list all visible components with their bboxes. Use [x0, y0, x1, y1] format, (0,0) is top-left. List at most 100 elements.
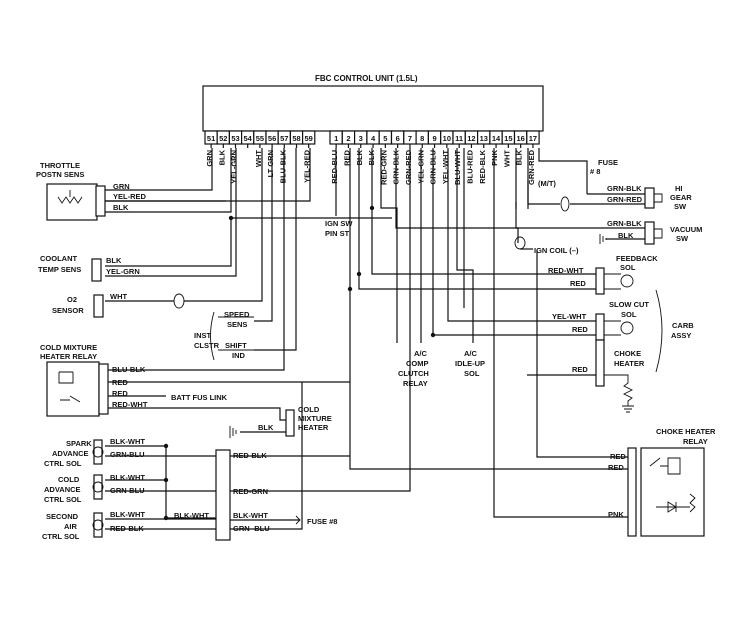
inst-name-2: CLSTR — [194, 341, 220, 350]
ecu-pin-wire-label: GRN-RED — [527, 149, 536, 185]
carb-name-1: CARB — [672, 321, 694, 330]
ecu-control-unit: FBC CONTROL UNIT (1.5L) 51GRN52BLK53YEL-… — [202, 74, 544, 185]
slow-cut-name-1: SLOW CUT — [609, 300, 649, 309]
ecu-pin-number: 2 — [346, 134, 350, 143]
inst-name-1: INST — [194, 331, 212, 340]
ecu-pin-number: 56 — [268, 134, 276, 143]
ecu-pin-wire-label: BLU-WHT — [453, 150, 462, 185]
o2-sensor: O2 SENSOR WHT — [52, 292, 185, 318]
choke-heater: CHOKE HEATER RED — [572, 339, 645, 413]
choke-heater-name-2: HEATER — [614, 359, 645, 368]
ecu-pin-wire-label: YEL-RED — [303, 149, 312, 183]
vacuum-wire-2: BLK — [618, 231, 634, 240]
hi-gear-name-1: HI — [675, 184, 683, 193]
vacuum-name-2: SW — [676, 234, 689, 243]
ac-idle-up-sol: A/C IDLE-UP SOL — [455, 349, 485, 378]
second-air-ctrl-sol: SECOND AIR CTRL SOL BLK-WHT RED-BLK — [42, 510, 145, 541]
conn-red-grn: RED-GRN — [233, 487, 268, 496]
ign-sw-name-2: PIN ST — [325, 229, 350, 238]
cold-relay-name-1: COLD MIXTURE — [40, 343, 97, 352]
o2-name-1: O2 — [67, 295, 77, 304]
ecu-pin-number: 52 — [219, 134, 227, 143]
feedback-wire-1: RED-WHT — [548, 266, 584, 275]
mt-label: (M/T) — [538, 179, 556, 188]
cold-mixture-heater-relay: COLD MIXTURE HEATER RELAY BLU-BLK RED RE… — [40, 343, 228, 417]
second-air-wire-1: BLK-WHT — [110, 510, 145, 519]
choke-relay-name-2: RELAY — [683, 437, 708, 446]
conn-grn-blu: GRN- BLU — [233, 524, 270, 533]
slow-cut-wire-2: RED — [572, 325, 588, 334]
conn-red-blk: RED-BLK — [233, 451, 267, 460]
feedback-sol: FEEDBACK SOL RED-WHT RED — [548, 254, 658, 295]
ac-comp-3: CLUTCH — [398, 369, 429, 378]
ac-idle-2: IDLE-UP — [455, 359, 485, 368]
slow-cut-sol: SLOW CUT SOL YEL-WHT RED — [552, 300, 649, 341]
spark-wire-2: GRN-BLU — [110, 450, 145, 459]
cold-relay-wire-3: RED — [112, 389, 128, 398]
hi-gear-name-3: SW — [674, 202, 687, 211]
cold-relay-name-2: HEATER RELAY — [40, 352, 97, 361]
choke-heater-wire: RED — [572, 365, 588, 374]
ecu-pin-number: 51 — [207, 134, 215, 143]
spark-name-2: ADVANCE — [52, 449, 89, 458]
ecu-pin-number: 54 — [244, 134, 253, 143]
vacuum-switch: GRN-BLK BLK VACUUM SW — [599, 219, 702, 245]
cold-heater-name-3: HEATER — [298, 423, 329, 432]
ecu-pin-number: 58 — [292, 134, 300, 143]
throttle-wire-1: GRN — [113, 182, 130, 191]
ecu-pin-number: 1 — [334, 134, 338, 143]
ecu-pin-wire-label: GRN — [205, 150, 214, 167]
conn-blk-wht-a: BLK-WHT — [174, 511, 209, 520]
ecu-pin-number: 4 — [371, 134, 376, 143]
ecu-pin-number: 59 — [305, 134, 313, 143]
second-air-name-3: CTRL SOL — [42, 532, 80, 541]
ecu-pin-wire-label: WHT — [254, 150, 263, 167]
vacuum-wire-1: GRN-BLK — [607, 219, 642, 228]
choke-heater-relay: CHOKE HEATER RELAY RED RED PNK — [608, 427, 716, 537]
throttle-name-1: THROTTLE — [40, 161, 80, 170]
cold-advance-ctrl-sol: COLD ADVANCE CTRL SOL BLK-WHT GRN-BLU — [44, 473, 145, 504]
cold-relay-wire-4: RED-WHT — [112, 400, 148, 409]
feedback-wire-2: RED — [570, 279, 586, 288]
cold-adv-name-3: CTRL SOL — [44, 495, 82, 504]
ecu-pin-wire-label: BLU-BLK — [278, 149, 287, 183]
cold-relay-wire-1: BLU-BLK — [112, 365, 146, 374]
ac-comp-4: RELAY — [403, 379, 428, 388]
coolant-name-2: TEMP SENS — [38, 265, 81, 274]
hi-gear-switch: FUSE # 8 (M/T) GRN-BLK GRN-RED HI GEAR S… — [538, 158, 692, 212]
fuse8-top-2: # 8 — [590, 167, 600, 176]
ecu-pin-wire-label: RED — [342, 149, 351, 165]
ecu-pin-number: 16 — [516, 134, 524, 143]
cold-adv-name-2: ADVANCE — [44, 485, 81, 494]
ecu-pin-wire-label: BLU-RED — [465, 149, 474, 183]
ecu-pin-wire-label: RED-GRN — [379, 150, 388, 185]
carb-name-2: ASSY — [671, 331, 691, 340]
ecu-pin-number: 17 — [529, 134, 537, 143]
ecu-pin-wire-label: YEL-GRN — [230, 150, 239, 184]
batt-fus-link: BATT FUS LINK — [171, 393, 228, 402]
ecu-pin-wire-label: BLK — [515, 149, 524, 165]
coolant-name-1: COOLANT — [40, 254, 77, 263]
choke-relay-name-1: CHOKE HEATER — [656, 427, 716, 436]
coolant-temp-sensor: COOLANT TEMP SENS BLK YEL-GRN — [38, 254, 140, 282]
ecu-pin-number: 14 — [492, 134, 501, 143]
cold-heater-wire: BLK — [258, 423, 274, 432]
splice-points — [163, 205, 436, 521]
ecu-pin-wire-label: RED-BLK — [478, 149, 487, 183]
ac-comp-clutch-relay: A/C COMP CLUTCH RELAY — [398, 349, 429, 388]
cold-relay-wire-2: RED — [112, 378, 128, 387]
ign-sw-pin-st: IGN SW PIN ST — [325, 219, 353, 238]
cold-heater-name-2: MIXTURE — [298, 414, 332, 423]
conn-blk-wht-b: BLK-WHT — [233, 511, 268, 520]
coolant-wire-1: BLK — [106, 256, 122, 265]
carb-assy: CARB ASSY — [655, 289, 694, 373]
second-air-wire-2: RED-BLK — [110, 524, 144, 533]
ecu-pin-number: 53 — [231, 134, 239, 143]
middle-connector: RED-BLK RED-GRN BLK-WHT BLK-WHT GRN- BLU… — [174, 449, 337, 541]
ecu-pin-number: 9 — [432, 134, 436, 143]
cold-adv-wire-1: BLK-WHT — [110, 473, 145, 482]
ecu-pin-wire-label: BLK — [217, 149, 226, 165]
ac-idle-1: A/C — [464, 349, 478, 358]
